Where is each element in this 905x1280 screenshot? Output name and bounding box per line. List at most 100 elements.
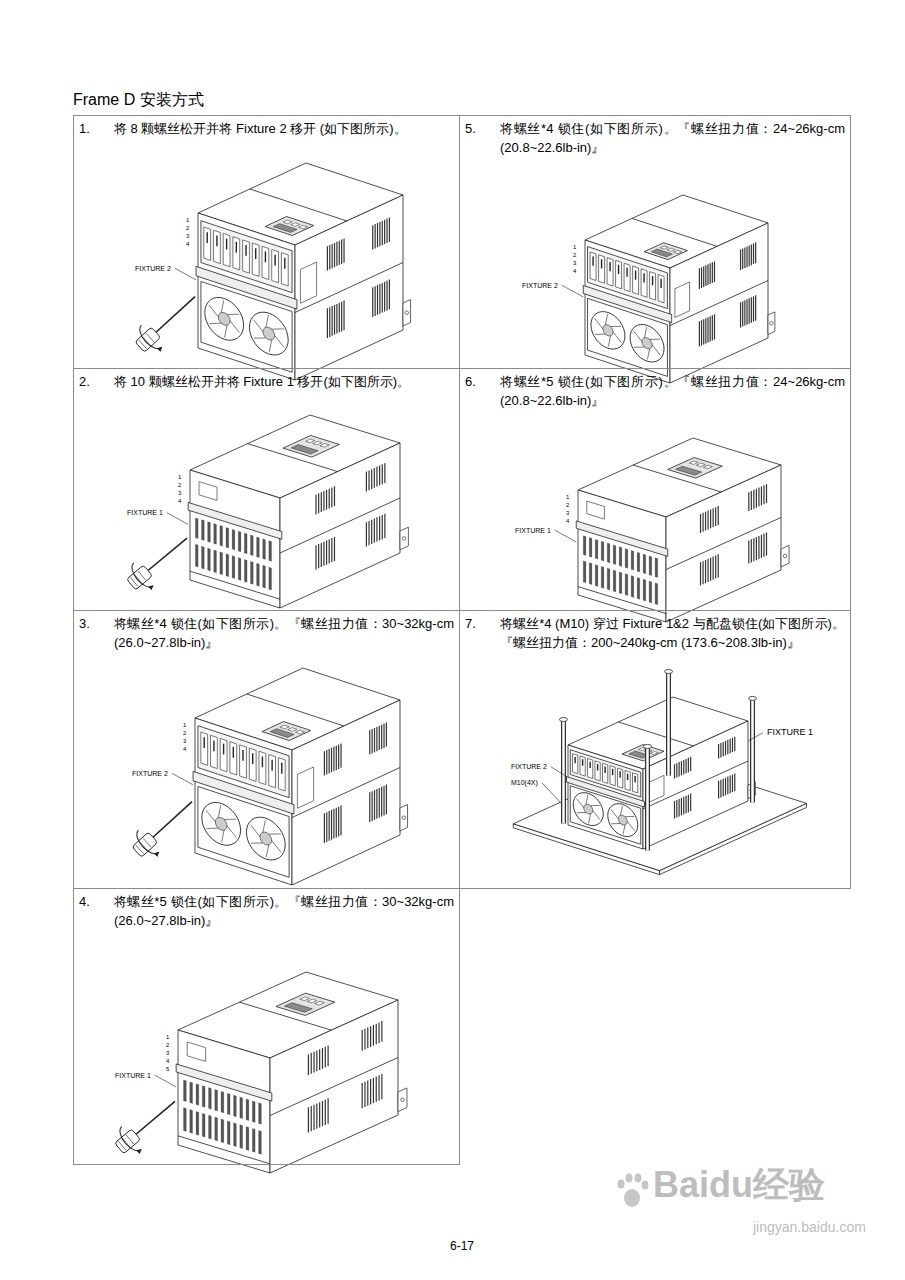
terminal-screw xyxy=(597,764,598,770)
vent-slot xyxy=(220,525,223,546)
side-vent xyxy=(374,468,375,488)
bolt xyxy=(645,746,650,850)
side-vent xyxy=(751,297,752,322)
housing-side xyxy=(295,195,403,380)
side-vent xyxy=(381,787,382,817)
screwdriver-shaft xyxy=(136,1101,175,1134)
leader-line xyxy=(172,773,193,785)
terminal xyxy=(211,735,218,768)
side-vent xyxy=(386,785,387,815)
watermark-paw xyxy=(618,1174,649,1208)
fan-blade xyxy=(647,349,649,360)
terminal xyxy=(658,274,664,302)
side-vent xyxy=(382,515,383,539)
callout-number: 1 xyxy=(177,474,182,480)
vent-slot xyxy=(607,543,610,563)
vent-slot xyxy=(601,566,604,588)
keypad-key xyxy=(307,999,317,1003)
callout-number: 1 xyxy=(572,244,577,250)
vent-slot xyxy=(263,539,266,560)
callout-number: 3 xyxy=(185,233,190,239)
side-vent xyxy=(766,484,767,503)
fan-blade xyxy=(589,814,591,823)
leader-line xyxy=(551,767,567,777)
side-vent xyxy=(699,268,700,289)
terminal xyxy=(259,751,266,784)
terminal-screw xyxy=(284,258,285,269)
side-vent xyxy=(703,266,704,287)
vent-slot xyxy=(221,1119,224,1143)
screwdriver-shaft xyxy=(153,802,192,838)
terminal-screw xyxy=(252,753,253,764)
terminal xyxy=(603,763,608,783)
vent-slot xyxy=(202,546,205,569)
screwdriver xyxy=(127,791,202,864)
vent-slot xyxy=(257,537,260,558)
callout-number: 3 xyxy=(565,510,570,516)
side-vent xyxy=(753,490,754,509)
callout-number: 2 xyxy=(165,1042,170,1048)
side-vent xyxy=(372,287,373,317)
vent-slot xyxy=(655,583,658,605)
side-vent xyxy=(753,243,754,264)
side-vent xyxy=(308,1054,309,1075)
side-vent xyxy=(379,284,380,314)
terminal xyxy=(230,742,237,775)
side-vent xyxy=(338,807,339,837)
cover-seam xyxy=(250,189,347,221)
terminal-screw xyxy=(245,245,246,256)
side-vent xyxy=(685,759,686,773)
side-vent xyxy=(725,778,726,796)
side-vent xyxy=(334,243,335,267)
side-vent xyxy=(749,245,750,266)
vent-slot xyxy=(631,576,634,598)
drive-drawing xyxy=(583,195,775,383)
side-vent xyxy=(373,1078,374,1103)
side-vent xyxy=(720,743,721,757)
side-vent xyxy=(674,764,675,778)
side-vent xyxy=(384,514,385,538)
vent-slot xyxy=(637,552,640,572)
terminal-screw xyxy=(274,255,275,266)
side-vent xyxy=(323,491,324,511)
side-vent xyxy=(381,1074,382,1099)
vent-slot xyxy=(195,518,198,539)
keypad-key xyxy=(315,1001,325,1005)
side-label xyxy=(297,767,313,808)
side-vent xyxy=(371,520,372,544)
drive-drawing xyxy=(121,415,408,608)
fan-blade xyxy=(593,811,600,820)
side-vent xyxy=(315,495,316,515)
keypad-key xyxy=(696,463,705,466)
vent-slot xyxy=(269,567,272,590)
housing-front xyxy=(578,490,666,622)
side-vent xyxy=(326,750,327,774)
side-vent xyxy=(327,246,328,270)
vent-slot xyxy=(226,527,229,548)
side-vent xyxy=(338,745,339,769)
base-line xyxy=(190,571,280,599)
side-vent xyxy=(715,507,716,526)
terminal-screw xyxy=(601,259,602,268)
side-vent xyxy=(368,521,369,545)
housing-side xyxy=(666,465,781,622)
fan-blade xyxy=(272,840,282,852)
terminal-screw xyxy=(660,279,661,288)
bolt xyxy=(561,720,566,824)
callout-number: 2 xyxy=(565,502,570,508)
side-vent xyxy=(318,493,319,513)
callout-number: 4 xyxy=(572,268,577,274)
terminal-screw xyxy=(574,757,575,763)
side-vent xyxy=(763,534,764,557)
side-vent xyxy=(343,239,344,263)
terminal-screw xyxy=(612,769,613,775)
fan-blade xyxy=(595,318,603,328)
terminal-screw xyxy=(226,239,227,250)
side-vent xyxy=(331,810,332,840)
side-vent xyxy=(332,306,333,336)
side-vent xyxy=(369,730,370,754)
step-row: 7.将螺丝*4 (M10) 穿过 Fixture 1&2 与配盘锁住(如下图所示… xyxy=(460,611,850,652)
vent-slot xyxy=(643,579,646,601)
side-vent xyxy=(366,522,367,546)
side-vent xyxy=(379,726,380,750)
